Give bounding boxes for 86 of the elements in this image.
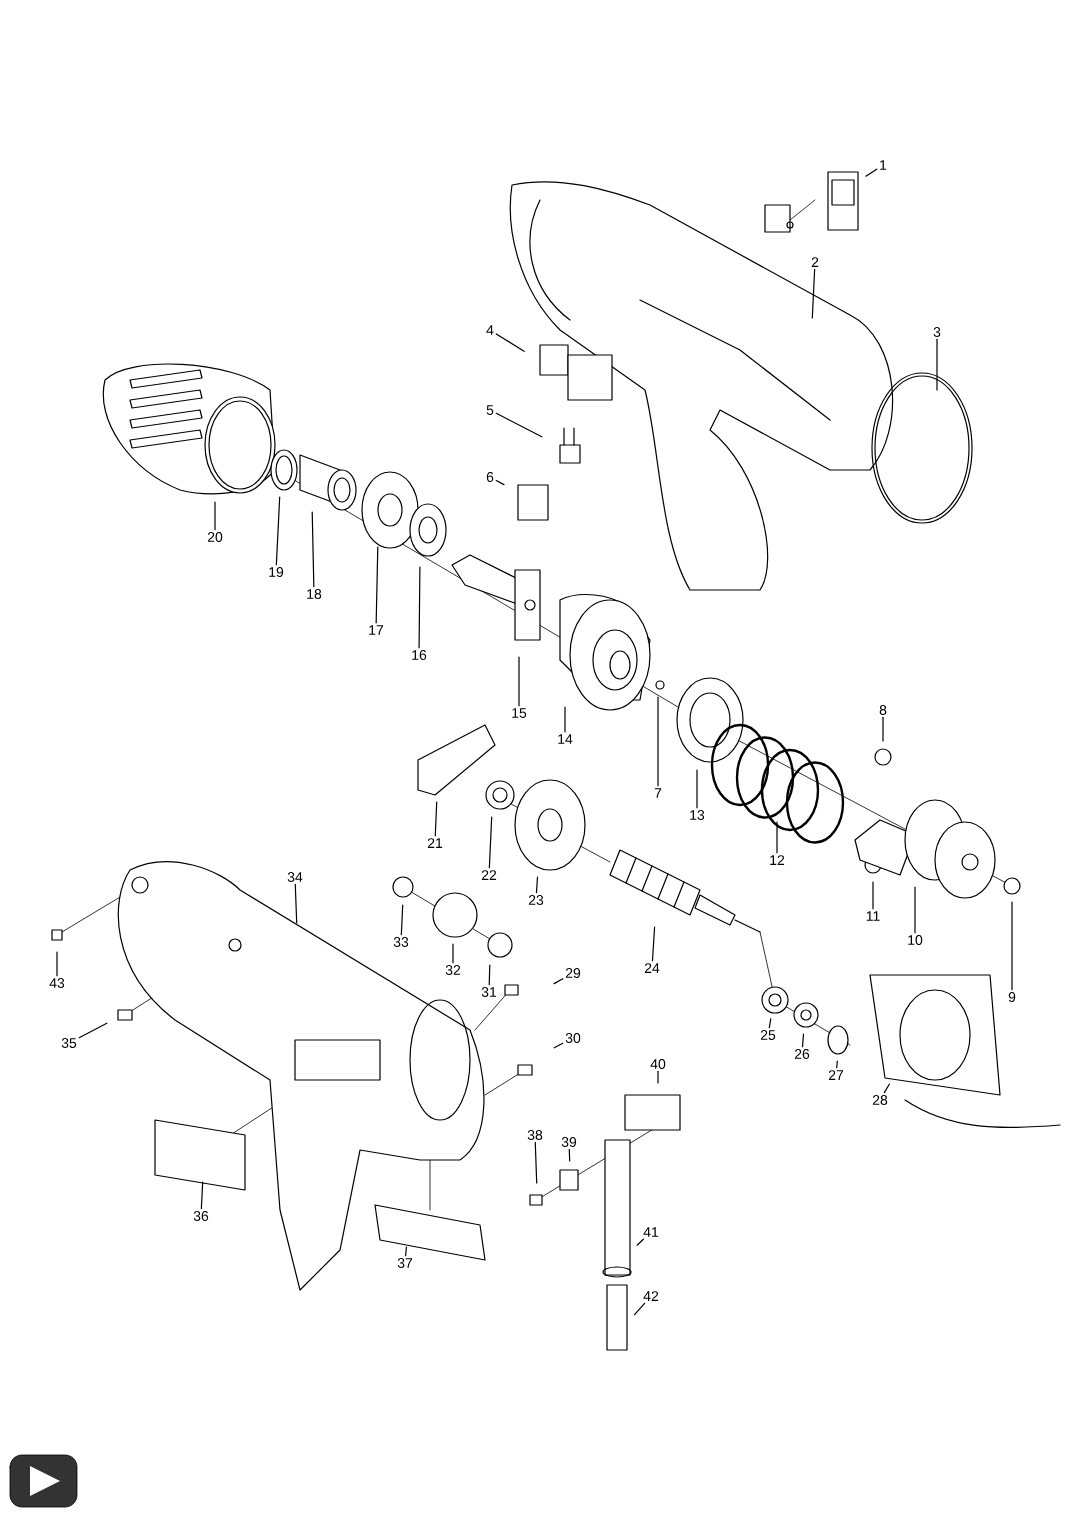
leader-line xyxy=(294,883,298,924)
leader-line xyxy=(405,1246,407,1257)
leader-line xyxy=(434,801,438,837)
callout-number: 9 xyxy=(1008,992,1016,1002)
callout-number: 13 xyxy=(690,810,705,820)
callout-number: 31 xyxy=(481,987,497,997)
callout-number: 6 xyxy=(486,472,494,482)
leader-line xyxy=(535,876,539,894)
leader-line xyxy=(836,1060,838,1069)
leader-line xyxy=(495,479,505,486)
leader-line xyxy=(801,1033,805,1048)
callout-number: 10 xyxy=(908,935,923,945)
callout-number: 27 xyxy=(828,1070,844,1080)
leader-line xyxy=(311,511,315,588)
leader-line xyxy=(1011,901,1013,991)
callout-number: 28 xyxy=(872,1095,888,1105)
leader-line xyxy=(768,1018,772,1029)
callout-number: 34 xyxy=(287,872,303,882)
leader-line xyxy=(375,546,379,624)
leader-line xyxy=(275,496,281,566)
callout-number: 17 xyxy=(369,625,384,635)
leader-line xyxy=(914,886,916,934)
callout-number: 24 xyxy=(644,963,660,973)
callout-number: 19 xyxy=(269,567,284,577)
leader-line xyxy=(865,168,878,177)
callout-number: 37 xyxy=(397,1258,413,1268)
leader-line xyxy=(518,656,520,707)
callout-number: 16 xyxy=(412,650,427,660)
leader-line xyxy=(56,951,58,977)
leader-line xyxy=(400,904,404,936)
callout-number: 11 xyxy=(866,911,880,921)
leader-line xyxy=(534,1141,538,1184)
callout-number: 38 xyxy=(527,1130,543,1140)
callout-number: 15 xyxy=(512,708,527,718)
leader-line xyxy=(872,881,874,910)
callout-number: 1 xyxy=(880,160,887,170)
leader-line xyxy=(200,1181,204,1210)
leader-line xyxy=(452,943,454,964)
callout-number: 3 xyxy=(933,327,941,337)
leader-line xyxy=(564,706,566,733)
leader-line xyxy=(651,926,656,962)
callout-number: 41 xyxy=(643,1227,659,1237)
callout-number: 14 xyxy=(558,734,573,744)
callout-number: 32 xyxy=(445,965,461,975)
callout-number: 26 xyxy=(794,1049,810,1059)
leader-line xyxy=(657,1070,659,1084)
callout-number: 40 xyxy=(650,1059,666,1069)
leader-line xyxy=(811,268,816,319)
callout-number: 4 xyxy=(486,325,494,335)
leader-line xyxy=(553,1042,564,1049)
callout-number: 25 xyxy=(760,1030,776,1040)
callout-number: 43 xyxy=(49,978,65,988)
leader-line xyxy=(488,816,493,869)
callout-number: 12 xyxy=(770,855,785,865)
callout-number: 21 xyxy=(427,838,443,848)
callout-number: 8 xyxy=(879,705,887,715)
callout-number: 22 xyxy=(481,870,497,880)
callout-number: 7 xyxy=(654,788,662,798)
callout-number: 42 xyxy=(643,1291,659,1301)
leader-line xyxy=(636,1238,644,1246)
leader-line xyxy=(657,696,659,787)
leader-line xyxy=(936,338,938,391)
leader-line xyxy=(488,964,491,986)
leader-line xyxy=(883,1083,890,1094)
callout-number: 39 xyxy=(561,1137,577,1147)
callout-number: 18 xyxy=(307,589,322,599)
leader-line xyxy=(495,333,525,352)
callout-number: 30 xyxy=(565,1033,581,1043)
leader-line xyxy=(495,412,543,438)
leader-line xyxy=(696,769,698,809)
leader-line xyxy=(776,821,778,854)
leader-line xyxy=(882,716,884,742)
leader-line xyxy=(553,978,564,985)
callout-number: 23 xyxy=(528,895,544,905)
callout-number: 5 xyxy=(486,405,494,415)
callout-number: 29 xyxy=(565,968,581,978)
callout-number: 33 xyxy=(393,937,409,947)
leader-line xyxy=(214,501,216,531)
leader-line xyxy=(568,1148,571,1162)
callout-number: 2 xyxy=(811,257,819,267)
callout-number: 35 xyxy=(61,1038,77,1048)
leader-line xyxy=(78,1022,108,1039)
callout-number: 20 xyxy=(207,532,223,542)
callout-number: 36 xyxy=(193,1211,209,1221)
leader-line xyxy=(418,566,421,649)
leader-line xyxy=(634,1302,646,1316)
